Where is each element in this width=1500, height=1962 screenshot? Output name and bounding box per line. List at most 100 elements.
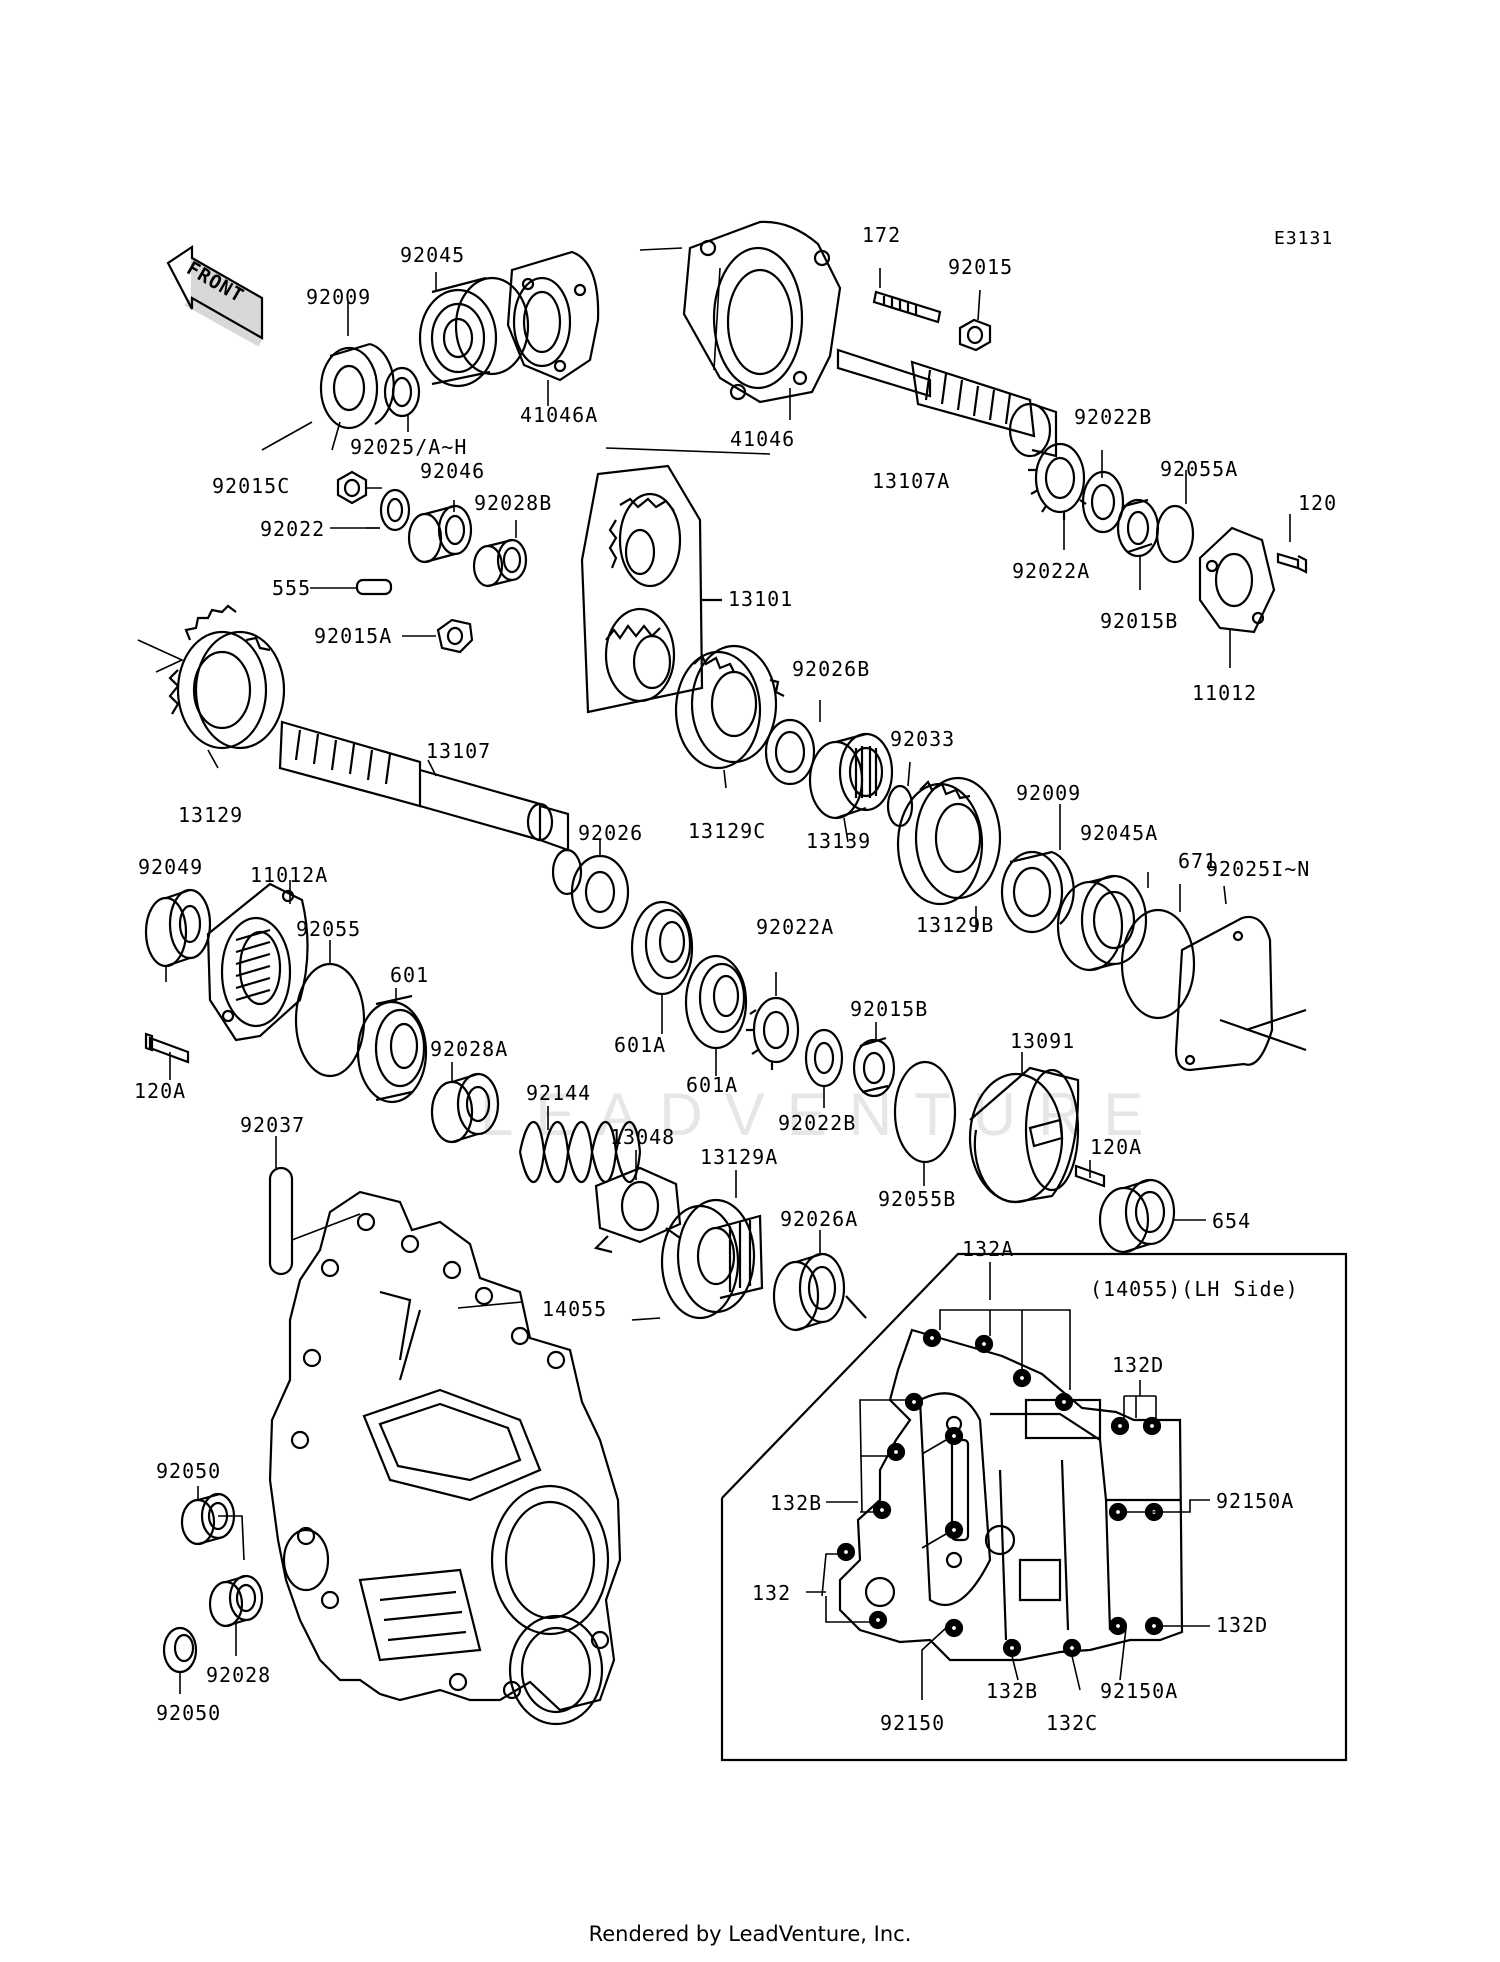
label-92046: 92046 — [420, 459, 485, 483]
label-92025: 92025/A~H — [350, 435, 467, 459]
part-92009-collar-b — [1000, 850, 1075, 934]
label-92009-b: 92009 — [1016, 781, 1081, 805]
label-92026B: 92026B — [792, 657, 870, 681]
inset-label-132C: 132C — [1046, 1711, 1098, 1735]
label-92050-2: 92050 — [156, 1701, 221, 1725]
label-13139: 13139 — [806, 829, 871, 853]
inset-label-92150A-bottom: 92150A — [1100, 1679, 1178, 1703]
part-92028-collar — [208, 1574, 264, 1628]
label-13129C: 13129C — [688, 819, 766, 843]
label-13129B: 13129B — [916, 913, 994, 937]
part-92022A-washer-b — [746, 996, 800, 1070]
label-92144: 92144 — [526, 1081, 591, 1105]
label-13091: 13091 — [1010, 1029, 1075, 1053]
part-92026B-washer — [764, 718, 816, 786]
part-92022B-washer — [1081, 470, 1125, 534]
part-172-stud — [872, 290, 942, 324]
label-172: 172 — [862, 223, 901, 247]
inset-label-132B-left: 132B — [770, 1491, 822, 1515]
part-120-bolt — [1276, 552, 1308, 574]
part-601A-bearing-2 — [684, 954, 748, 1050]
label-11012A: 11012A — [250, 863, 328, 887]
part-11012-cover — [1198, 526, 1276, 634]
label-92055B: 92055B — [878, 1187, 956, 1211]
part-labels: E3131 FRONT (14055)(LH Side) 92045 92009… — [134, 223, 1337, 1735]
label-92022B-b: 92022B — [778, 1111, 856, 1135]
label-654: 654 — [1212, 1209, 1251, 1233]
part-13129-gear — [168, 604, 286, 750]
part-120A-bolt — [144, 1032, 190, 1064]
label-13107A: 13107A — [872, 469, 950, 493]
part-92055-oring — [294, 962, 366, 1078]
inset-label-132B-bottom: 132B — [986, 1679, 1038, 1703]
part-92055A-oring — [1155, 504, 1195, 564]
label-92026: 92026 — [578, 821, 643, 845]
part-92050-collar-2 — [162, 1626, 198, 1674]
inset-title: (14055)(LH Side) — [1090, 1277, 1299, 1301]
part-41046A-housing — [506, 250, 600, 382]
footer-credit: Rendered by LeadVenture, Inc. — [588, 1922, 912, 1946]
label-92050-1: 92050 — [156, 1459, 221, 1483]
label-92009: 92009 — [306, 285, 371, 309]
inset-label-92150: 92150 — [880, 1711, 945, 1735]
label-92022B: 92022B — [1074, 405, 1152, 429]
part-92055B-oring — [893, 1060, 957, 1164]
part-92009-collar — [319, 342, 395, 430]
label-92045: 92045 — [400, 243, 465, 267]
label-92022A: 92022A — [1012, 559, 1090, 583]
part-13129B-gear — [896, 776, 1002, 906]
label-11012: 11012 — [1192, 681, 1257, 705]
part-11012A-cover — [206, 882, 309, 1042]
part-92025-washer — [383, 366, 421, 418]
label-92028A: 92028A — [430, 1037, 508, 1061]
part-14055-crankcase — [268, 1190, 622, 1726]
part-92026A-collar — [772, 1252, 867, 1332]
label-14055: 14055 — [542, 1297, 607, 1321]
part-601-bearing — [356, 994, 428, 1104]
part-92028B-bushing — [472, 538, 528, 588]
part-92026-washer — [570, 854, 630, 930]
label-13107: 13107 — [426, 739, 491, 763]
label-92025-i-n: 92025I~N — [1206, 857, 1310, 881]
part-92022-washer — [379, 488, 411, 532]
label-120: 120 — [1298, 491, 1337, 515]
label-92015A: 92015A — [314, 624, 392, 648]
label-41046: 41046 — [730, 427, 795, 451]
part-13139-sleeve — [808, 732, 894, 820]
label-92022: 92022 — [260, 517, 325, 541]
part-601A-bearing-1 — [630, 900, 694, 996]
label-92028B: 92028B — [474, 491, 552, 515]
part-92015B-nut — [1116, 498, 1160, 558]
part-92045-bearing — [418, 276, 530, 388]
label-92015B: 92015B — [1100, 609, 1178, 633]
leader-lines — [137, 247, 1291, 1694]
part-92028A-bushing — [430, 1072, 500, 1144]
label-92055: 92055 — [296, 917, 361, 941]
part-13091-drum — [968, 1066, 1080, 1204]
label-601: 601 — [390, 963, 429, 987]
part-13129A-gear — [660, 1198, 764, 1320]
part-555-pin — [355, 578, 393, 596]
part-92144-spring — [518, 1120, 642, 1184]
part-92022A-washer — [1028, 442, 1087, 520]
label-92022A-b: 92022A — [756, 915, 834, 939]
part-92045A-bearing — [1056, 874, 1148, 972]
part-92050-collar-1 — [180, 1492, 236, 1546]
inset-label-132D-right: 132D — [1216, 1613, 1268, 1637]
label-92045A: 92045A — [1080, 821, 1158, 845]
part-13101-bevel-gears — [580, 464, 722, 714]
part-92037-stopper — [268, 1166, 294, 1276]
part-41046-housing — [682, 220, 842, 404]
inset-label-132: 132 — [752, 1581, 791, 1605]
label-92033: 92033 — [890, 727, 955, 751]
inset-label-132D-top: 132D — [1112, 1353, 1164, 1377]
part-13048-dog — [593, 1166, 682, 1254]
front-arrow-icon — [166, 244, 264, 347]
label-41046A: 41046A — [520, 403, 598, 427]
label-555: 555 — [272, 576, 311, 600]
part-654-bushing — [1098, 1178, 1176, 1254]
label-13048: 13048 — [610, 1125, 675, 1149]
part-92015A-nut — [436, 618, 474, 654]
label-92026A: 92026A — [780, 1207, 858, 1231]
